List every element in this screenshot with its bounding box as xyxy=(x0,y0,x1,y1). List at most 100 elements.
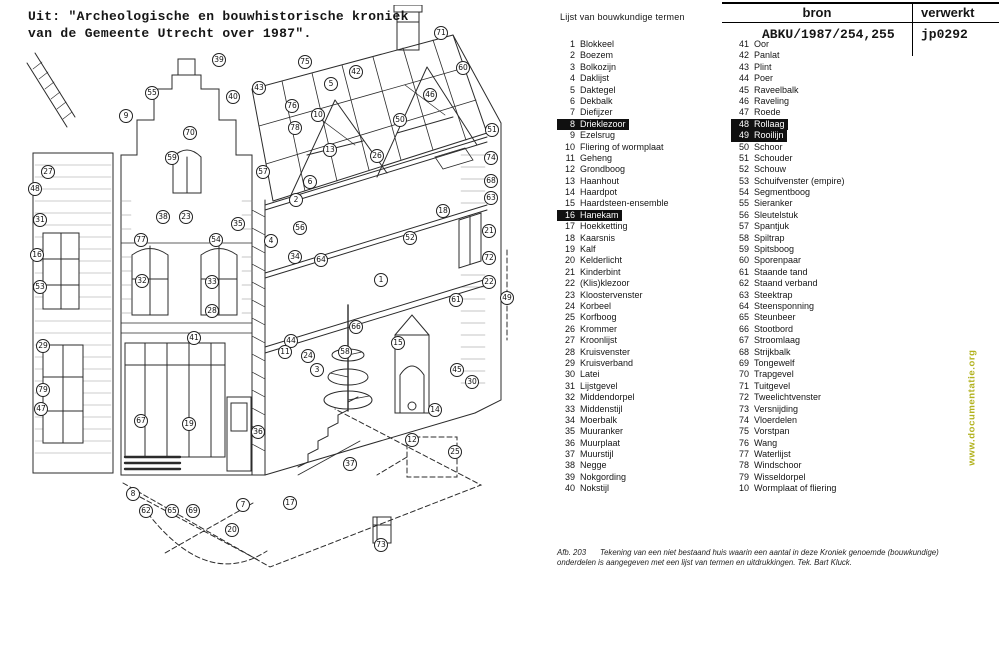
term-number: 40 xyxy=(564,483,575,494)
term-number: 11 xyxy=(565,152,575,163)
term-label: Spiltrap xyxy=(754,232,785,243)
term-number: 14 xyxy=(564,187,575,198)
term-number: 13 xyxy=(564,175,575,186)
term-number: 73 xyxy=(738,403,749,414)
term-number: 3 xyxy=(569,61,575,72)
term-label: Kroonlijst xyxy=(580,335,618,346)
term-number: 18 xyxy=(564,232,575,243)
term-label: Panlat xyxy=(754,50,780,61)
term-number: 65 xyxy=(738,312,749,323)
term-number: 28 xyxy=(564,346,575,357)
term-number: 37 xyxy=(564,449,575,460)
term-number: 10 xyxy=(738,483,749,494)
term-number: 79 xyxy=(738,471,749,482)
term-number: 25 xyxy=(564,312,575,323)
term-item-5-daktegel: 5 Daktegel xyxy=(557,85,616,96)
term-label: Segmentboog xyxy=(754,187,811,198)
term-label: Spantjuk xyxy=(754,221,790,232)
term-number: 72 xyxy=(738,392,749,403)
term-number: 16 xyxy=(564,209,575,220)
term-number: 69 xyxy=(738,357,749,368)
term-label: Moerbalk xyxy=(580,414,618,425)
term-number: 78 xyxy=(738,460,749,471)
term-number: 44 xyxy=(738,73,749,84)
term-label: Tweelichtvenster xyxy=(754,392,822,403)
watermark: www.documentatie.org xyxy=(966,349,978,466)
verwerkt-header: verwerkt xyxy=(912,4,999,23)
term-number: 5 xyxy=(569,84,575,95)
page-title: Uit: "Archeologische en bouwhistorische … xyxy=(28,8,409,42)
term-label: Staande tand xyxy=(754,266,808,277)
term-label: Schouw xyxy=(754,164,787,175)
term-label: Nokstijl xyxy=(580,483,610,494)
term-number: 54 xyxy=(738,187,749,198)
title-line-1: Uit: "Archeologische en bouwhistorische … xyxy=(28,9,409,24)
term-label: Diefijzer xyxy=(580,107,613,118)
term-label: Hanekam xyxy=(580,209,619,220)
term-number: 51 xyxy=(738,152,749,163)
figure-caption-text: Tekening van een niet bestaand huis waar… xyxy=(557,548,939,567)
term-number: 74 xyxy=(738,414,749,425)
term-number: 48 xyxy=(738,118,749,129)
term-label: Wormplaat of fliering xyxy=(754,483,837,494)
term-number: 75 xyxy=(738,426,749,437)
term-number: 71 xyxy=(738,380,749,391)
term-number: 12 xyxy=(564,164,575,175)
term-item-16-hanekam: 16 Hanekam xyxy=(557,209,622,222)
term-number: 77 xyxy=(738,449,749,460)
term-label: Wisseldorpel xyxy=(754,471,806,482)
term-number: 2 xyxy=(569,50,575,61)
term-label: Stootbord xyxy=(754,323,794,334)
term-item-54-segmentboog: 54 Segmentboog xyxy=(731,187,810,198)
term-label: Schoor xyxy=(754,141,783,152)
term-number: 60 xyxy=(738,255,749,266)
term-label: Muurstijl xyxy=(580,449,614,460)
term-number: 26 xyxy=(564,323,575,334)
term-label: Spitsboog xyxy=(754,244,795,255)
term-label: Steensponning xyxy=(754,300,815,311)
term-label: Oor xyxy=(754,39,770,49)
term-number: 29 xyxy=(564,357,575,368)
verwerkt-value: jp0292 xyxy=(912,23,999,56)
term-number: 17 xyxy=(564,221,575,232)
term-label: Daktegel xyxy=(580,84,616,95)
term-number: 8 xyxy=(569,118,575,129)
term-label: Muuranker xyxy=(580,426,624,437)
term-number: 22 xyxy=(564,278,575,289)
term-number: 59 xyxy=(738,244,749,255)
term-number: 20 xyxy=(564,255,575,266)
